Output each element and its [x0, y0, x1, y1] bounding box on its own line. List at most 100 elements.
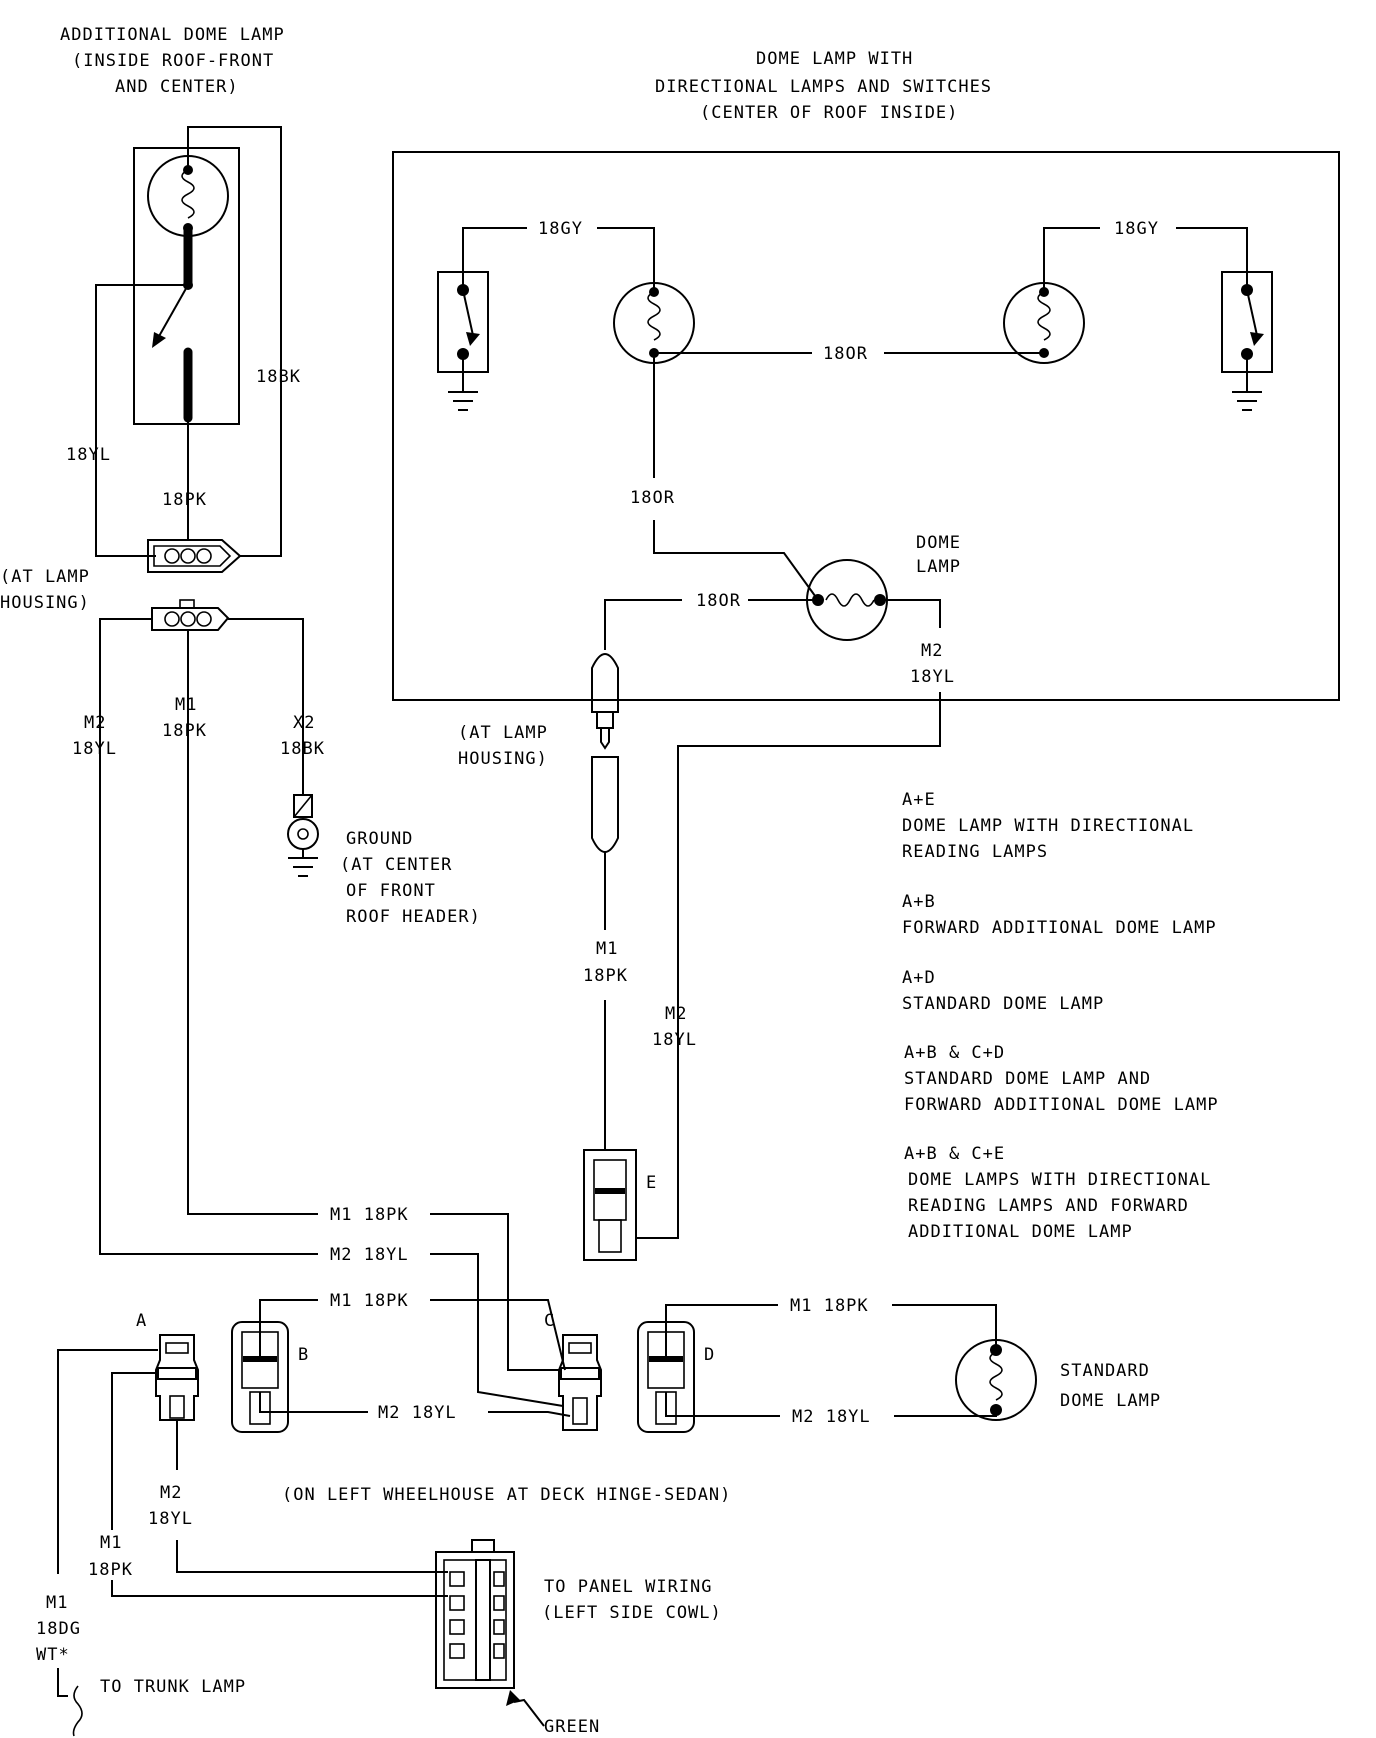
- dome-label-2: LAMP: [916, 557, 961, 577]
- dome-dir-title-2: DIRECTIONAL LAMPS AND SWITCHES: [655, 77, 992, 97]
- x2-18bk-wire: [228, 618, 304, 795]
- lamp-connector-upper: [147, 539, 242, 573]
- connector-b: [231, 1321, 289, 1433]
- ground-label-4: ROOF HEADER): [346, 907, 481, 927]
- dome-lamp-housing-box: [392, 151, 1340, 701]
- dome-dir-title-3: (CENTER OF ROOF INSIDE): [700, 103, 958, 123]
- standard-lamp-label-1: STANDARD: [1060, 1361, 1150, 1381]
- legend-2-line-1: FORWARD ADDITIONAL DOME LAMP: [902, 918, 1217, 938]
- center-m2-label: M2: [665, 1004, 687, 1024]
- ground-icon: [287, 794, 319, 877]
- connector-c: [558, 1334, 602, 1431]
- switch-arrow-icon: [152, 332, 166, 348]
- standard-dome-lamp-icon: [955, 1339, 1037, 1421]
- bottom-m2-yl-d: M2 18YL: [792, 1407, 871, 1427]
- lamp-connector-lower: [151, 599, 230, 631]
- dome-m2-label: M2: [921, 641, 943, 661]
- dome-housing-label-1: (AT LAMP: [458, 723, 548, 743]
- legend-3-code: A+D: [902, 968, 936, 988]
- green-arrow-icon: [506, 1690, 520, 1706]
- m2-label: M2: [84, 713, 106, 733]
- trunk-wire-3: WT*: [36, 1645, 70, 1665]
- legend-1-line-1: DOME LAMP WITH DIRECTIONAL: [902, 816, 1194, 836]
- conn-a-label: A: [136, 1311, 147, 1331]
- dome-dir-title-1: DOME LAMP WITH: [756, 49, 913, 69]
- dome-m2-wire: 18YL: [910, 667, 955, 687]
- a-m2-label: M2: [160, 1483, 182, 1503]
- center-harness: M1 18PK M2 18YL E: [583, 852, 697, 1261]
- center-m1-label: M1: [596, 939, 618, 959]
- ground-label-1: GROUND: [346, 829, 413, 849]
- dome-lamp-directional: DOME LAMP WITH DIRECTIONAL LAMPS AND SWI…: [392, 49, 1340, 1239]
- x2-wire-label: 18BK: [280, 739, 325, 759]
- legend-4-code: A+B & C+D: [904, 1043, 1005, 1063]
- panel-label-2: (LEFT SIDE COWL): [542, 1603, 722, 1623]
- bullet-connector: [591, 653, 619, 853]
- legend: A+E DOME LAMP WITH DIRECTIONAL READING L…: [902, 790, 1219, 1242]
- legend-5-line-2: READING LAMPS AND FORWARD: [908, 1196, 1189, 1216]
- a-m1-wire: 18PK: [88, 1560, 133, 1580]
- conn-e-label: E: [646, 1173, 657, 1193]
- legend-5-line-3: ADDITIONAL DOME LAMP: [908, 1222, 1133, 1242]
- legend-5-line-1: DOME LAMPS WITH DIRECTIONAL: [908, 1170, 1211, 1190]
- x2-label: X2: [293, 713, 315, 733]
- m2-18yl-left-wire: [99, 618, 318, 1255]
- right-reading-switch: [1221, 271, 1273, 411]
- additional-dome-lamp: ADDITIONAL DOME LAMP (INSIDE ROOF-FRONT …: [0, 25, 301, 631]
- conn-b-label: B: [298, 1345, 309, 1365]
- left-harness: M2 18YL M1 18PK X2 18BK GROUND (AT CENTE…: [72, 618, 481, 1255]
- trunk-label: TO TRUNK LAMP: [100, 1677, 246, 1697]
- wire-label-18yl: 18YL: [66, 445, 111, 465]
- center-m2-wire: 18YL: [652, 1030, 697, 1050]
- m1-label: M1: [175, 695, 197, 715]
- connector-a: [155, 1334, 199, 1421]
- bottom-m2-yl-top: M2 18YL: [330, 1245, 409, 1265]
- green-label: GREEN: [544, 1717, 600, 1737]
- m1-wire-label: 18PK: [162, 721, 207, 741]
- m2-wire-label: 18YL: [72, 739, 117, 759]
- bottom-m2-yl-b: M2 18YL: [378, 1403, 457, 1423]
- filament-icon: [181, 169, 195, 219]
- legend-4-line-2: FORWARD ADDITIONAL DOME LAMP: [904, 1095, 1219, 1115]
- connector-e: [583, 1149, 637, 1261]
- a-m2-wire: 18YL: [148, 1509, 193, 1529]
- a-m1-label: M1: [100, 1533, 122, 1553]
- add-lamp-title-3: AND CENTER): [115, 77, 239, 97]
- legend-5-code: A+B & C+E: [904, 1144, 1005, 1164]
- add-lamp-title-2: (INSIDE ROOF-FRONT: [72, 51, 274, 71]
- left-directional-lamp-icon: [613, 282, 695, 364]
- conn-c-label: C: [544, 1311, 555, 1331]
- wire-break-icon: [72, 1685, 83, 1737]
- bottom-harness: M1 18PK M2 18YL M1 18PK M2 18YL A B: [36, 1205, 1161, 1737]
- standard-lamp-label-2: DOME LAMP: [1060, 1391, 1161, 1411]
- add-lamp-title-1: ADDITIONAL DOME LAMP: [60, 25, 285, 45]
- panel-label-1: TO PANEL WIRING: [544, 1577, 713, 1597]
- panel-connector-green: [435, 1539, 515, 1689]
- add-housing-label-1: (AT LAMP: [0, 567, 90, 587]
- ground-label-3: OF FRONT: [346, 881, 436, 901]
- trunk-wire-1: M1: [46, 1593, 68, 1613]
- center-m1-wire: 18PK: [583, 966, 628, 986]
- conn-d-label: D: [704, 1345, 715, 1365]
- wire-label-18gy-left: 18GY: [538, 219, 583, 239]
- wire-label-18or-conn: 18OR: [696, 591, 741, 611]
- trunk-wire-2: 18DG: [36, 1619, 81, 1639]
- bottom-m1-pk-d: M1 18PK: [790, 1296, 869, 1316]
- wire-label-18pk: 18PK: [162, 490, 207, 510]
- legend-3-line-1: STANDARD DOME LAMP: [902, 994, 1104, 1014]
- bottom-m1-pk-top: M1 18PK: [330, 1205, 409, 1225]
- legend-4-line-1: STANDARD DOME LAMP AND: [904, 1069, 1151, 1089]
- legend-1-line-2: READING LAMPS: [902, 842, 1048, 862]
- wire-label-18bk: 18BK: [256, 367, 301, 387]
- m1-18pk-left-wire: [187, 630, 318, 1215]
- right-directional-lamp-icon: [1003, 282, 1085, 364]
- left-reading-switch: [437, 271, 489, 411]
- dome-lamp-icon: [806, 559, 888, 641]
- add-housing-label-2: HOUSING): [0, 593, 90, 613]
- door-switch-arm: [157, 284, 189, 339]
- legend-2-code: A+B: [902, 892, 936, 912]
- ground-label-2: (AT CENTER: [340, 855, 452, 875]
- bottom-m1-pk-b: M1 18PK: [330, 1291, 409, 1311]
- legend-1-code: A+E: [902, 790, 936, 810]
